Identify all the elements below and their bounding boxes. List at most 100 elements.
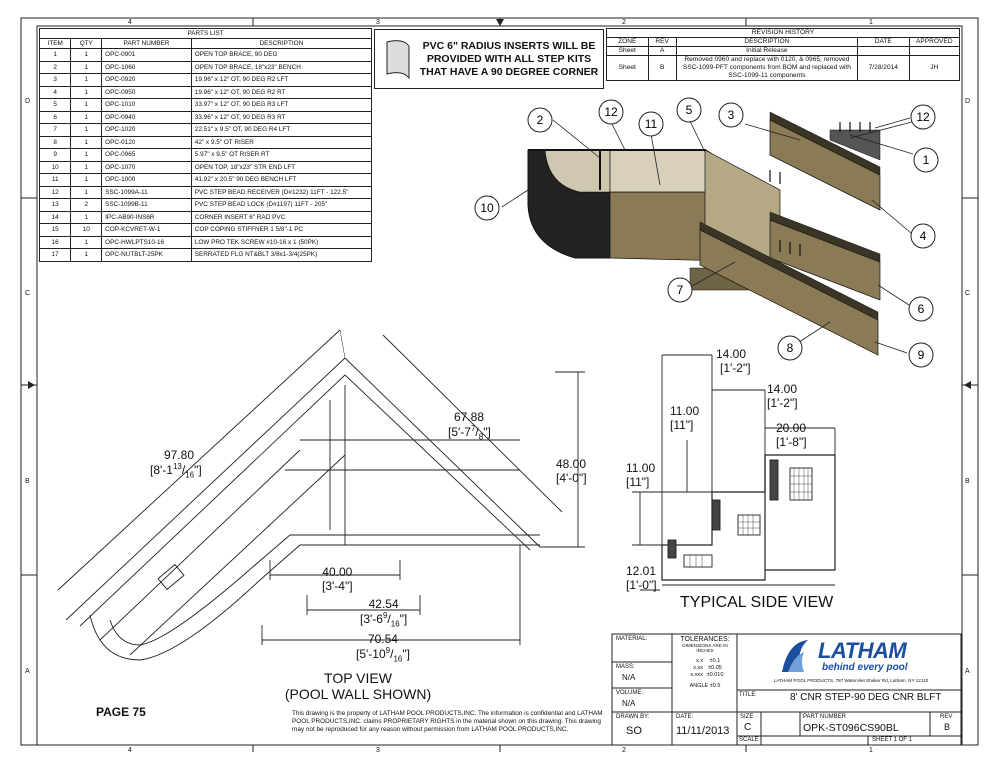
parts-cell: 1 (70, 160, 103, 174)
dim-42-num: 9 (382, 611, 388, 620)
dim-40-00: 40.00 [3'-4"] (322, 565, 353, 593)
parts-cell: 10 (38, 160, 72, 174)
dim-48-00: 48.00 [4'-0"] (556, 457, 587, 485)
size-label: SIZE (740, 714, 754, 720)
parts-cell: CORNER INSERT 6" RAD PVC (190, 210, 373, 224)
dim-97-80-num: 13 (172, 462, 182, 471)
parts-cell: 2 (70, 198, 103, 212)
side-dim-e-value: 11.00 (626, 461, 656, 475)
dim-97-80-ft: [8'-1 (150, 463, 173, 477)
parts-cell: 1 (70, 248, 103, 262)
side-dim-b: 14.00 [1'-2"] (767, 382, 798, 410)
parts-col-header: QTY (70, 38, 103, 49)
dim-48-ft: [4'-0"] (556, 471, 587, 485)
dim-40-value: 40.00 (322, 565, 353, 579)
side-dim-f-ft: [1'-0"] (626, 578, 657, 592)
title-label: TITLE (739, 692, 756, 698)
parts-cell: 1 (70, 110, 103, 124)
revision-cell: A (647, 46, 677, 56)
parts-cell: 4 (38, 85, 72, 99)
zone-label: C (25, 290, 31, 297)
title-block-lines (611, 633, 962, 746)
top-view-drawing (57, 329, 585, 661)
logo-text: LATHAM (818, 638, 907, 663)
zone-label: A (25, 668, 30, 675)
dim-67-88-ft-wrap: [5'-77/8"] (448, 424, 491, 442)
top-view-title: TOP VIEW (POOL WALL SHOWN) (282, 670, 434, 702)
parts-cell: 42" x 9.5" OT RISER (190, 135, 373, 149)
tolerance-value: ±0.010 (706, 672, 724, 678)
dim-67-88-den: 8 (478, 432, 484, 442)
parts-cell: OPC-1070 (101, 160, 192, 174)
callout-leaders (501, 117, 914, 354)
parts-cell: OPC-1000 (101, 173, 192, 187)
parts-cell: OPC-0901 (101, 48, 192, 62)
parts-cell: PVC STEP BEAD LOCK (D#1197) 11FT - 205" (190, 198, 373, 212)
side-dim-f: 12.01 [1'-0"] (626, 564, 657, 592)
part-number-value: OPK-ST096CS90BL (803, 722, 899, 734)
dim-40-ft: [3'-4"] (322, 579, 353, 593)
dim-97-80: 97.80 [8'-113/16"] (150, 448, 202, 479)
side-dim-f-value: 12.01 (626, 564, 657, 578)
parts-cell: OPC-0965 (101, 148, 192, 162)
parts-cell: 33.96" x 12" OT, 90 DEG R3 RT (190, 110, 373, 124)
revision-cell: B (647, 55, 677, 81)
revision-cell: Initial Release (675, 46, 858, 56)
dim-67-88-num: 7 (470, 424, 476, 433)
dim-70-value: 70.54 (367, 632, 398, 646)
scale-label: SCALE (739, 737, 759, 743)
parts-cell: SERRATED FLG NT&BLT 3/8x1-3/4(25PK) (190, 248, 373, 262)
revision-cell: 7/28/2014 (856, 55, 910, 81)
zone-label: D (965, 98, 971, 105)
top-view-title-line2: (POOL WALL SHOWN) (284, 686, 432, 702)
parts-cell: LOW PRO TEK SCREW #10-16 x 1 (50PK) (190, 235, 373, 249)
parts-cell: OPC-0120 (101, 135, 192, 149)
sheet-number: SHEET 1 OF 1 (872, 737, 912, 743)
zone-label: B (25, 478, 30, 485)
parts-cell: 9 (38, 148, 72, 162)
note-line-1: PVC 6" RADIUS INSERTS WILL BE (422, 40, 596, 52)
side-dim-d: 20.00 [1'-8"] (776, 421, 807, 449)
revision-cell: Removed 0960 and replace with 0120, & 09… (675, 55, 858, 81)
side-dim-d-ft: [1'-8"] (776, 435, 807, 449)
logo-tagline: behind every pool (822, 662, 908, 673)
parts-cell: 1 (70, 85, 103, 99)
parts-cell: 1 (70, 123, 103, 137)
parts-cell: 14 (38, 210, 72, 224)
parts-cell: OPEN TOP BRACE, 90 DEG (190, 48, 373, 62)
parts-cell: IPC-AB90-INS6R (101, 210, 192, 224)
parts-cell: 17 (38, 248, 72, 262)
revision-cell (908, 46, 961, 56)
zone-label: D (25, 98, 31, 105)
dim-48-value: 48.00 (556, 457, 587, 471)
parts-cell: 1 (70, 98, 103, 112)
tolerance-format: x.x (696, 658, 704, 664)
drawing-title: 8' CNR STEP-90 DEG CNR BLFT (790, 692, 942, 703)
zone-label: 4 (128, 747, 132, 754)
revision-cell (856, 46, 910, 56)
tolerance-row: x.xxx±0.010 (674, 672, 736, 679)
angle-tolerance: ANGLE ±0.5 (689, 683, 721, 689)
parts-cell: 6 (38, 110, 72, 124)
parts-cell: OPC-0950 (101, 85, 192, 99)
side-view-title: TYPICAL SIDE VIEW (680, 594, 834, 611)
note-line-3: THAT HAVE A 90 DEGREE CORNER (419, 66, 599, 78)
parts-cell: 8 (38, 135, 72, 149)
tolerance-row: x.xx±0.05 (674, 665, 736, 672)
side-dim-b-value: 14.00 (767, 382, 798, 396)
parts-cell: OPC-1010 (101, 98, 192, 112)
